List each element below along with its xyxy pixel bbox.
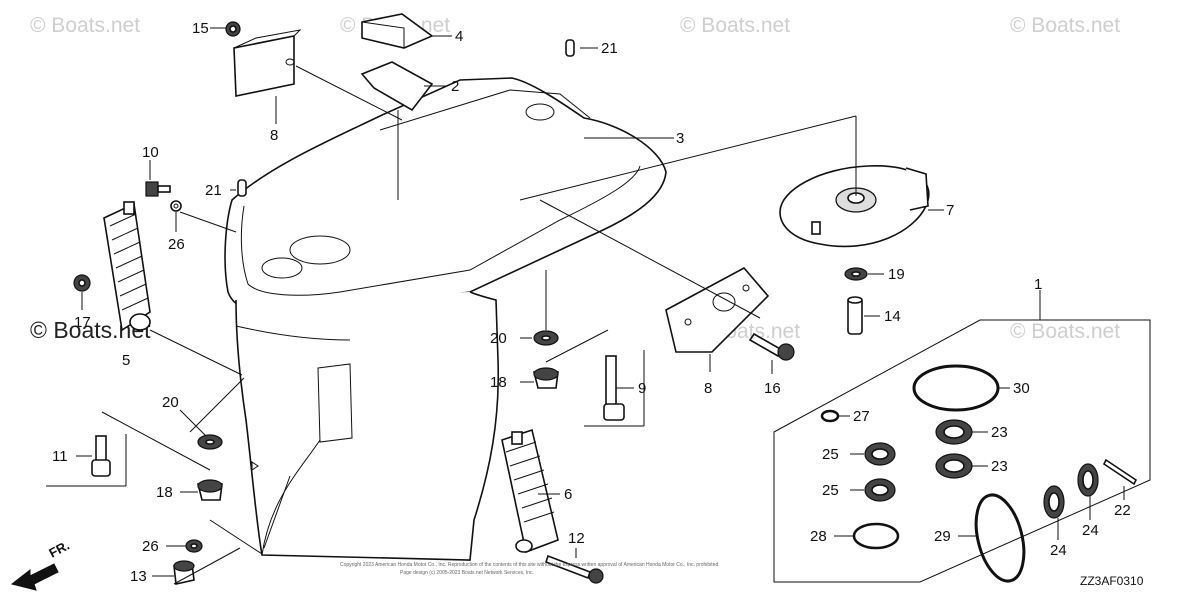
callout-label: 24	[1050, 542, 1067, 559]
callout-label: 2	[451, 78, 459, 95]
callout-labels: 15 4 2 8 21 3 10 21 26 7 17 5 19 14 1 20…	[52, 20, 1131, 585]
diagram-code: ZZ3AF0310	[1080, 574, 1144, 588]
bolt-14	[847, 296, 863, 335]
rubber-parts	[233, 13, 434, 112]
callout-label: 25	[822, 446, 839, 463]
callout-label: 20	[490, 330, 507, 347]
callout-label: 1	[1034, 276, 1042, 293]
water-screen-6	[501, 428, 559, 554]
callout-label: 3	[676, 130, 684, 147]
callout-label: 26	[168, 236, 185, 253]
nut-17	[73, 274, 91, 292]
nut-15	[225, 21, 241, 37]
plug-13	[173, 560, 195, 585]
screw-18	[532, 367, 559, 389]
callout-label: 17	[74, 314, 91, 331]
bolt-16	[748, 332, 795, 361]
callout-label: 15	[192, 20, 209, 37]
callout-label: 8	[704, 380, 712, 397]
washer-26-lower	[185, 539, 203, 553]
leader-lines	[46, 27, 1125, 585]
copyright-line-2: Page design (c) 2005-2023 Boats.net Netw…	[400, 570, 534, 576]
callout-label: 5	[122, 352, 130, 369]
callout-label: 6	[564, 486, 572, 503]
callout-label: 29	[934, 528, 951, 545]
bolt-9	[603, 355, 625, 421]
callout-label: 19	[888, 266, 905, 283]
washer-19	[844, 267, 868, 281]
plate-7	[779, 165, 930, 248]
o-ring-28	[852, 522, 900, 550]
callout-label: 10	[142, 144, 159, 161]
callout-label: 14	[884, 308, 901, 325]
callout-label: 28	[810, 528, 827, 545]
bearing-23	[935, 419, 973, 479]
gear-case	[224, 77, 667, 561]
watermark-text: © Boats.net	[680, 14, 790, 37]
front-direction-label: FR.	[46, 538, 72, 561]
callout-label: 12	[568, 530, 585, 547]
front-direction-arrow: FR.	[10, 538, 72, 591]
callout-label: 7	[946, 202, 954, 219]
callout-label: 9	[638, 380, 646, 397]
washer-20	[533, 330, 559, 346]
callout-label: 25	[822, 482, 839, 499]
plate-8	[665, 266, 770, 353]
callout-label: 21	[601, 40, 618, 57]
callout-label: 23	[991, 424, 1008, 441]
callout-label: 16	[764, 380, 781, 397]
washer-20-lower	[197, 434, 223, 450]
callout-label: 8	[270, 127, 278, 144]
bolt-10	[145, 181, 182, 212]
callout-label: 4	[455, 28, 463, 45]
o-ring-27	[820, 409, 840, 423]
callout-label: 26	[142, 538, 159, 555]
callout-label: 20	[162, 394, 179, 411]
callout-label: 13	[130, 568, 147, 585]
screw-18-lower	[196, 479, 223, 501]
bearing-25	[864, 442, 896, 502]
copyright-notice: Copyright 2023 American Honda Motor Co.,…	[340, 562, 720, 576]
callout-label: 30	[1013, 380, 1030, 397]
water-screen-5	[103, 201, 151, 332]
seal-24	[1043, 463, 1099, 519]
callout-label: 11	[52, 448, 68, 465]
callout-label: 21	[205, 182, 222, 199]
watermark-text: © Boats.net	[1010, 320, 1120, 343]
callout-label: 22	[1114, 502, 1131, 519]
callout-label: 18	[490, 374, 507, 391]
callout-label: 23	[991, 458, 1008, 475]
o-ring-29	[974, 493, 1026, 583]
dowel-21	[237, 39, 575, 197]
bolt-11	[91, 435, 111, 477]
callout-label: 18	[156, 484, 173, 501]
watermark-text: © Boats.net	[30, 14, 140, 37]
callout-label: 24	[1082, 522, 1099, 539]
pin-22	[1102, 458, 1138, 486]
callout-label: 27	[853, 408, 870, 425]
copyright-line-1: Copyright 2023 American Honda Motor Co.,…	[340, 562, 720, 568]
kit-1-box	[773, 290, 1151, 583]
watermark-text: © Boats.net	[1010, 14, 1120, 37]
o-ring-30	[912, 364, 1000, 412]
bolt-12	[544, 554, 604, 584]
